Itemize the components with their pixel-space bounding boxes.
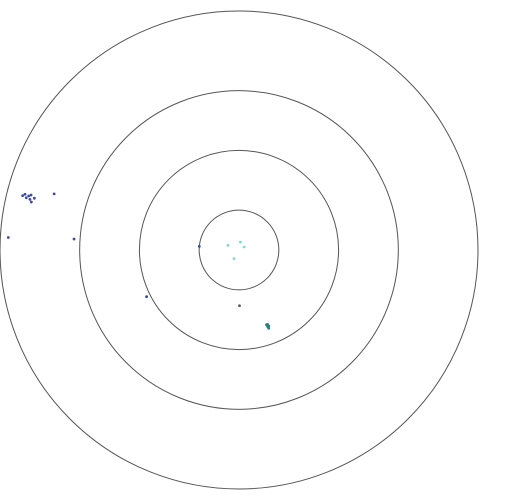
radial-ring-3 bbox=[79, 90, 399, 410]
data-point-s1-7 bbox=[29, 200, 33, 204]
data-point-s3-3 bbox=[238, 240, 242, 244]
data-point-s3-4 bbox=[242, 245, 246, 249]
data-points bbox=[6, 192, 271, 330]
radial-ring-2 bbox=[138, 149, 340, 351]
data-point-s3-1 bbox=[226, 243, 230, 247]
data-point-s1-6 bbox=[29, 193, 33, 197]
data-point-s1-10 bbox=[145, 295, 148, 299]
radial-ring-1 bbox=[198, 209, 280, 291]
data-point-s1-9 bbox=[52, 192, 56, 196]
data-point-s1-4 bbox=[27, 194, 31, 198]
radial-grid bbox=[0, 10, 479, 490]
data-point-s1-3 bbox=[24, 196, 28, 200]
radial-ring-4 bbox=[0, 10, 479, 490]
data-point-s2-3 bbox=[267, 326, 271, 330]
data-point-s3-2 bbox=[232, 257, 236, 261]
data-point-s1-8 bbox=[32, 196, 36, 200]
data-point-s2-5 bbox=[267, 324, 271, 328]
data-point-s1-5 bbox=[28, 198, 32, 201]
data-point-s1-12 bbox=[6, 236, 10, 239]
data-point-s1-11 bbox=[197, 244, 201, 248]
data-point-s1-2 bbox=[23, 192, 27, 196]
data-point-s2-4 bbox=[265, 323, 268, 327]
data-point-s1-13 bbox=[72, 237, 76, 241]
data-point-s4-1 bbox=[238, 304, 241, 308]
data-point-s1-1 bbox=[21, 194, 25, 198]
